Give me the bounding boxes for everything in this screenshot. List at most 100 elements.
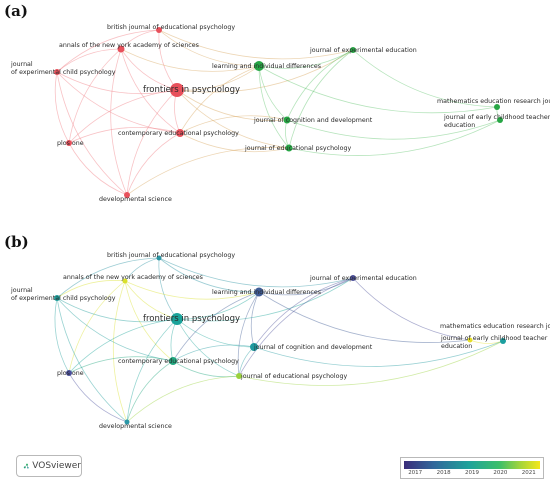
network-edge	[68, 142, 128, 196]
network-edge	[56, 71, 181, 134]
network-edge	[179, 132, 290, 153]
network-edge	[172, 360, 240, 378]
node-fip	[170, 83, 184, 97]
node-jecp	[54, 69, 60, 75]
network-edge	[172, 291, 260, 362]
network-edge	[158, 257, 260, 293]
network-edge	[258, 65, 290, 149]
node-jecte	[500, 338, 506, 344]
colorbar-tick: 2019	[465, 470, 479, 476]
panel-a-nodes: british journal of educational psycholog…	[10, 24, 550, 203]
network-edge	[68, 372, 128, 423]
node-jecte	[497, 117, 503, 123]
network-edge	[54, 297, 70, 374]
network-edge	[158, 29, 354, 60]
network-edge	[352, 277, 471, 341]
node-jecp	[54, 295, 60, 301]
network-edge	[176, 89, 288, 121]
node-label-lid: learning and individual differences	[212, 289, 321, 296]
node-label-jecp: of experimental child psychology	[11, 295, 116, 302]
node-label-jecp: journal	[10, 61, 33, 68]
network-edge	[258, 49, 354, 69]
node-ds	[124, 192, 130, 198]
network-edge	[176, 318, 240, 377]
network-edge	[124, 280, 260, 300]
network-edge	[158, 257, 178, 320]
node-label-jep: journal of educational psychology	[244, 145, 352, 152]
node-label-jcd: journal of cognition and development	[253, 117, 373, 124]
year-colorbar: 2017 2018 2019 2020 2021	[400, 457, 544, 479]
node-fip	[171, 313, 183, 325]
node-label-jecte: education	[441, 343, 472, 350]
network-edge	[126, 318, 178, 423]
network-edge	[158, 29, 260, 67]
network-edge	[176, 89, 290, 149]
node-lid	[254, 287, 264, 297]
node-label-jecp: journal	[10, 287, 33, 294]
network-edge	[56, 257, 160, 299]
node-label-jee: journal of experimental education	[309, 275, 417, 282]
panel-a-label: (a)	[4, 2, 28, 20]
node-cep	[169, 357, 177, 365]
node-label-jecte: journal of early childhood teacher	[443, 114, 550, 121]
node-label-jee: journal of experimental education	[309, 47, 417, 54]
node-bjep	[156, 255, 162, 261]
node-label-ds: developmental science	[99, 196, 172, 203]
network-edge	[352, 49, 498, 108]
node-label-fip: frontiers in psychology	[143, 314, 240, 324]
node-jee	[350, 47, 356, 53]
network-edge	[258, 65, 498, 114]
node-jep	[236, 373, 242, 379]
node-label-merj: mathematics education research journal	[440, 323, 550, 330]
network-edge	[158, 257, 354, 288]
network-edge	[68, 356, 174, 374]
network-edge	[237, 291, 260, 377]
network-edge	[288, 119, 501, 156]
node-anyas	[117, 45, 125, 53]
network-edge	[238, 340, 504, 386]
colorbar-tick: 2017	[408, 470, 423, 476]
network-edge	[176, 277, 354, 322]
network-edge	[253, 340, 504, 367]
node-jcd	[283, 116, 291, 124]
panel-b-edges	[54, 257, 504, 423]
node-label-ds: developmental science	[99, 423, 172, 430]
network-edge	[68, 126, 181, 144]
node-lid	[254, 61, 264, 71]
node-label-lid: learning and individual differences	[212, 63, 321, 70]
network-edge	[258, 277, 354, 296]
node-jcd	[250, 343, 258, 351]
network-edge	[170, 318, 178, 362]
colorbar-tick: 2018	[436, 470, 451, 476]
network-edge	[56, 280, 126, 299]
node-merj	[494, 104, 500, 110]
panel-a-edges	[54, 29, 501, 196]
node-label-anyas: annals of the new york academy of scienc…	[63, 274, 203, 281]
panel-b-nodes: british journal of educational psycholog…	[10, 252, 550, 430]
network-edge	[176, 318, 255, 348]
network-edge	[56, 48, 122, 73]
colorbar-gradient	[404, 461, 540, 469]
node-label-jecte: education	[444, 122, 475, 129]
network-edge	[124, 257, 160, 282]
node-label-cep: contemporary educational psychology	[118, 358, 239, 365]
network-edge	[68, 280, 126, 374]
network-edge	[120, 48, 260, 72]
node-plos	[66, 370, 72, 376]
network-edge	[120, 29, 160, 50]
network-edge	[288, 49, 354, 149]
node-plos	[66, 140, 72, 146]
node-ds	[124, 419, 130, 425]
network-edge	[120, 48, 178, 91]
node-label-bjep: british journal of educational psycholog…	[107, 252, 235, 259]
network-edge	[258, 65, 288, 121]
network-edge	[112, 280, 128, 423]
network-edge	[250, 291, 260, 348]
network-edge	[110, 48, 128, 196]
node-label-jcd: journal of cognition and development	[253, 344, 373, 351]
node-bjep	[156, 27, 162, 33]
node-label-bjep: british journal of educational psycholog…	[107, 24, 235, 31]
node-merj	[467, 337, 473, 343]
colorbar-tick: 2020	[493, 470, 508, 476]
network-edge	[56, 297, 128, 423]
